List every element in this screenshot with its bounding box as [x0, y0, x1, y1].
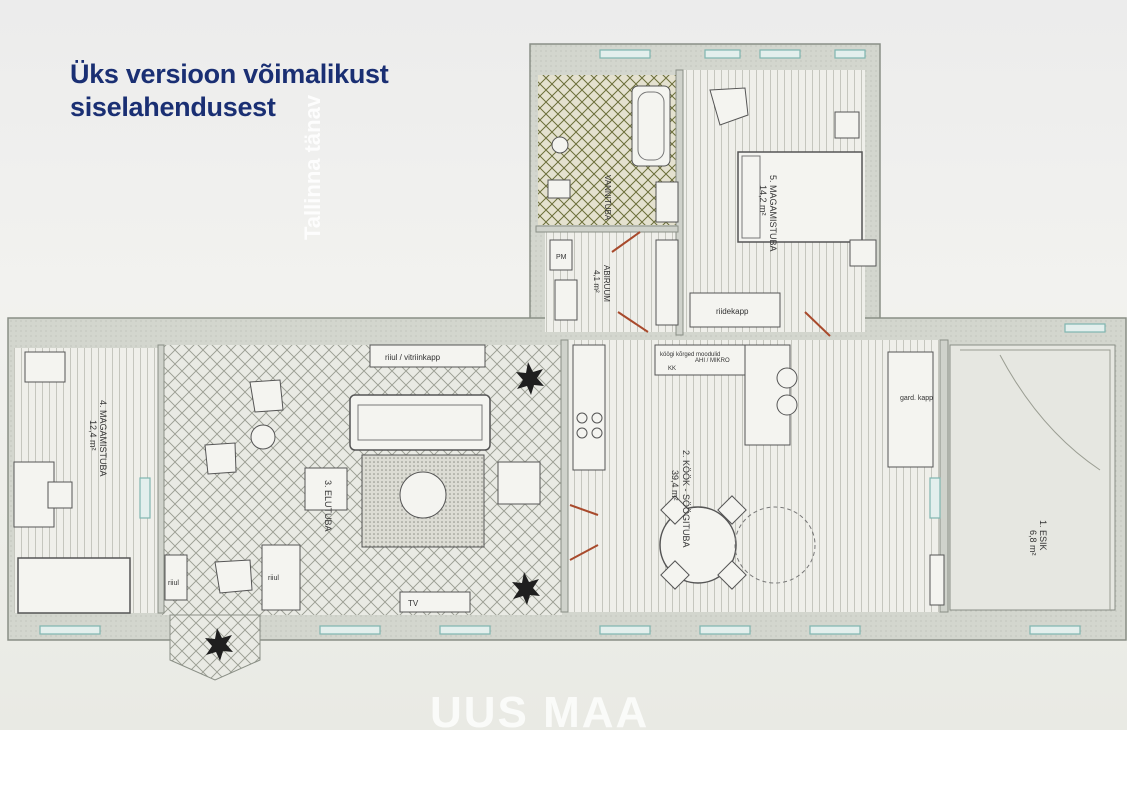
- nightstand-bottom: [849, 239, 877, 267]
- hall-cabinet: [887, 351, 934, 468]
- bedroom4-shelf-label: riiul: [168, 580, 179, 587]
- pm-label: PM: [556, 254, 567, 261]
- hall-cabinet-label: gard. kapp: [900, 395, 933, 402]
- bathroom-name: VANNITUBA: [603, 175, 612, 221]
- tv-label: TV: [408, 599, 419, 608]
- bedroom4-shelf: [164, 554, 188, 601]
- kitchen-counter: [572, 344, 606, 471]
- floor-plan-drawing: PM riidekapp köögi kõrged moodulid KK AH…: [7, 43, 1127, 681]
- dining-table: [659, 495, 816, 590]
- oven-label: AHI / MIKRO: [695, 358, 730, 364]
- sink: [547, 179, 571, 199]
- bedroom4-name: 4. MAGAMISTUBA: [98, 400, 108, 477]
- storage-area: 4,1 m²: [592, 270, 601, 293]
- tv-stand: [399, 591, 471, 613]
- armchair-right: [497, 461, 541, 505]
- sofa: [349, 394, 491, 451]
- armchair-left: [304, 467, 348, 511]
- display-cabinet-label: riiul / vitriinkapp: [385, 353, 441, 362]
- living-shelf-label: riiul: [268, 575, 279, 582]
- storage-name: ABIRUUM: [602, 265, 611, 302]
- double-bed: [737, 151, 863, 243]
- hall-area: 6,8 m²: [1028, 530, 1038, 556]
- fridge-label: KK: [668, 366, 676, 372]
- windows: [39, 49, 1106, 635]
- storage-cabinet: [655, 239, 679, 326]
- side-table: [250, 424, 276, 450]
- bedroom4-wardrobe: [24, 351, 66, 383]
- doors: [569, 231, 831, 561]
- storage-shelf: [554, 279, 578, 321]
- room-5-area: 14,2 m²: [758, 185, 768, 216]
- page-heading: Üks versioon võimalikust siselahendusest: [70, 58, 389, 124]
- bathtub: [631, 85, 671, 167]
- kitchen-area: 39,4 m²: [670, 470, 680, 501]
- cooktop-burner-2: [591, 412, 603, 424]
- hall-floor: [949, 344, 1116, 611]
- heading-line-1: Üks versioon võimalikust: [70, 59, 389, 89]
- living-shelf: [261, 544, 301, 611]
- desk: [13, 461, 55, 528]
- bathroom-cabinet: [655, 181, 679, 223]
- chair-3: [214, 559, 253, 594]
- chair-2: [204, 442, 237, 475]
- bedroom4-area: 12,4 m²: [88, 420, 98, 451]
- coffee-table: [399, 471, 447, 519]
- hall-stair-curve: [999, 354, 1101, 471]
- chair-1: [249, 379, 284, 413]
- mirror: [929, 554, 945, 606]
- heading-line-2: siselahendusest: [70, 92, 276, 122]
- watermark: UUS MAA: [430, 688, 650, 737]
- kitchen-island: [744, 344, 791, 446]
- room-5-number: 5. MAGAMISTUBA: [768, 175, 778, 252]
- desk-chair: [47, 481, 73, 509]
- living-room-name: 3. ELUTUBA: [323, 480, 333, 532]
- wardrobe-label: riidekapp: [716, 307, 749, 316]
- cooktop-burner-3: [576, 427, 588, 439]
- plants: [205, 362, 544, 661]
- toilet: [551, 136, 569, 154]
- hall-stair-outline: [960, 349, 1111, 610]
- armchair-bedroom: [709, 87, 749, 126]
- kitchen-name: 2. KÖÖK - SÖÖGITUBA: [681, 450, 691, 548]
- cooktop-burner-1: [576, 412, 588, 424]
- kitchen-tall-units: [654, 344, 746, 376]
- hall-name: 1. ESIK: [1038, 520, 1048, 551]
- washing-machine: [549, 239, 573, 271]
- tall-units-label: köögi kõrged moodulid: [660, 352, 720, 358]
- inner-walls: [157, 69, 949, 614]
- bar-stool-2: [776, 394, 798, 416]
- bar-stool-1: [776, 367, 798, 389]
- wardrobe: [689, 292, 781, 328]
- single-bed: [17, 557, 131, 614]
- cooktop-burner-4: [591, 427, 603, 439]
- nightstand-top: [834, 111, 860, 139]
- display-cabinet: [369, 344, 486, 368]
